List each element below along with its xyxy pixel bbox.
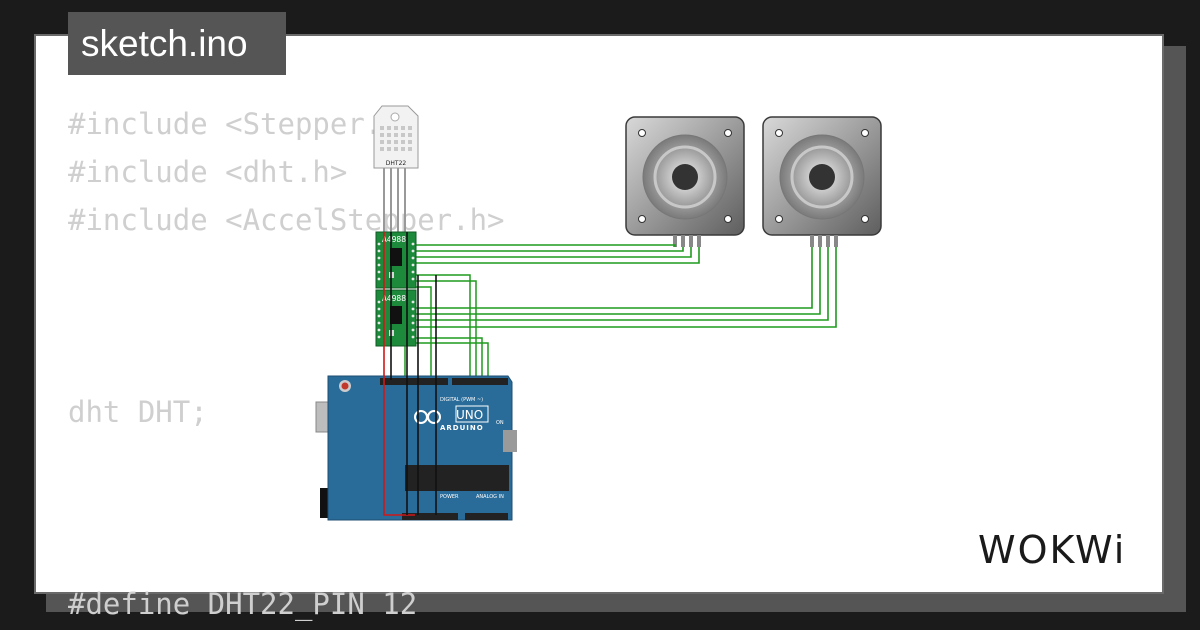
- code-line: dht DHT;: [68, 395, 208, 429]
- driver-2-label: A4988: [382, 294, 406, 303]
- code-line: #define DHT22_PIN 12: [68, 587, 418, 621]
- file-tab[interactable]: sketch.ino: [68, 12, 286, 75]
- on-led-label: ON: [496, 420, 504, 426]
- a4988-driver-2[interactable]: A4988: [375, 289, 417, 347]
- wokwi-logo: WOKWi: [978, 528, 1127, 572]
- arduino-model-label: UNO: [456, 408, 483, 422]
- dht22-label: DHT22: [386, 160, 407, 167]
- a4988-driver-1[interactable]: A4988: [375, 231, 417, 289]
- digital-header-label: DIGITAL (PWM ~): [440, 397, 483, 403]
- analog-header-label: ANALOG IN: [476, 494, 504, 500]
- dht22-sensor[interactable]: DHT22: [373, 105, 419, 232]
- wires-power: [383, 232, 437, 516]
- stepper-motor-1[interactable]: [625, 116, 745, 247]
- code-line: #include <dht.h>: [68, 155, 348, 189]
- arduino-uno[interactable]: DIGITAL (PWM ~) ARDUINO UNO ON POWER ANA…: [315, 375, 517, 521]
- wires-motor-2: [414, 247, 837, 328]
- code-line: #include <AccelStepper.h>: [68, 203, 505, 237]
- driver-1-label: A4988: [382, 235, 406, 244]
- wires-motor-1: [414, 244, 700, 264]
- arduino-brand-label: ARDUINO: [440, 424, 484, 432]
- stepper-motor-2[interactable]: [762, 116, 882, 247]
- power-header-label: POWER: [440, 494, 459, 500]
